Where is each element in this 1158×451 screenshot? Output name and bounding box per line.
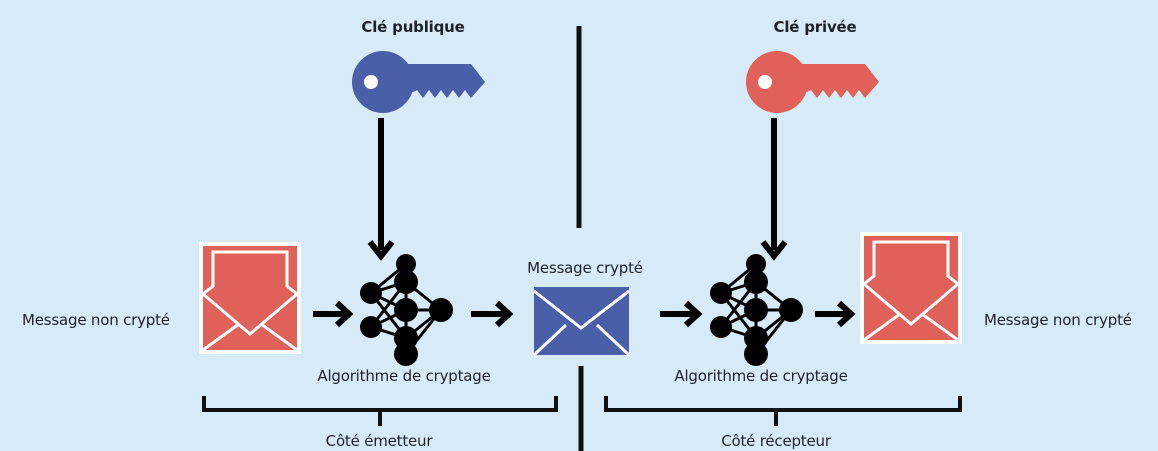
closed-envelope-icon — [532, 287, 631, 357]
public-key-icon — [352, 51, 485, 113]
encrypted-message-label: Message crypté — [527, 259, 643, 277]
arrow-right-icon — [471, 300, 514, 328]
algorithm-right-label: Algorithme de cryptage — [674, 367, 848, 385]
sender-side-label: Côté émetteur — [325, 432, 433, 450]
receiver-side-label: Côté récepteur — [721, 432, 831, 450]
plain-message-left-label: Message non crypté — [22, 311, 170, 329]
neural-network-icon — [708, 252, 805, 368]
arrow-right-icon — [313, 300, 354, 328]
arrow-down-icon — [760, 118, 788, 261]
public-key-title: Clé publique — [361, 18, 465, 36]
open-envelope-icon — [197, 240, 303, 356]
algorithm-left-label: Algorithme de cryptage — [317, 367, 491, 385]
private-key-icon — [746, 51, 879, 113]
arrow-right-icon — [660, 300, 703, 328]
neural-network-icon — [358, 252, 455, 368]
plain-message-right-label: Message non crypté — [984, 311, 1132, 329]
receiver-side-bracket — [604, 396, 962, 426]
sender-side-bracket — [202, 396, 558, 426]
arrow-down-icon — [367, 118, 395, 261]
open-envelope-icon — [858, 230, 964, 346]
arrow-right-icon — [815, 300, 856, 328]
private-key-title: Clé privée — [773, 18, 857, 36]
